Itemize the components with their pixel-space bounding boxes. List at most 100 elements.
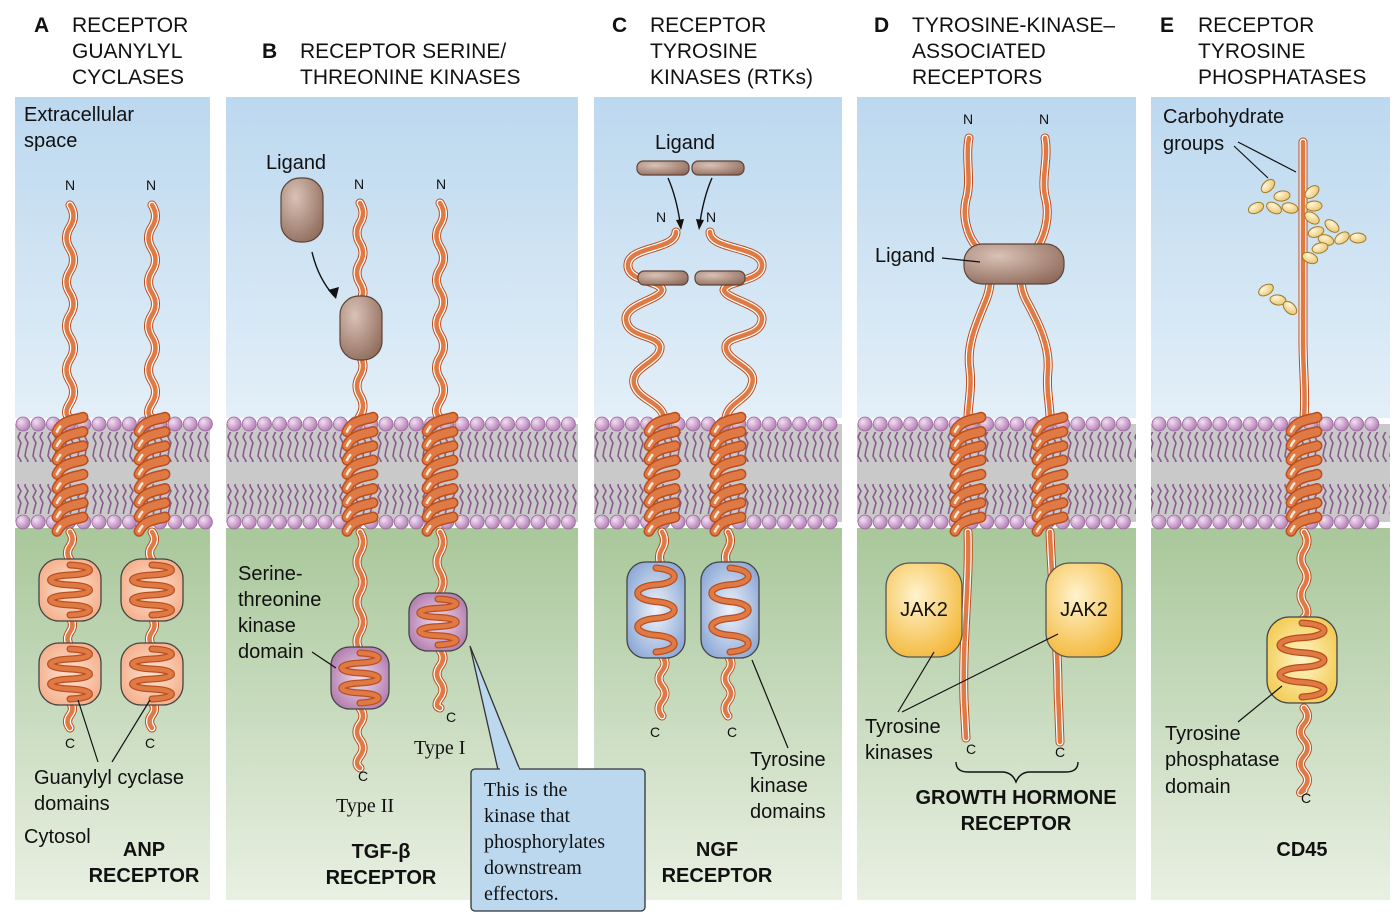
panel-a-labels: Extracellular space N N C C Guanylyl cyc… <box>24 104 200 887</box>
lipid-head <box>1242 514 1258 530</box>
lipid-head <box>182 416 198 432</box>
anp-c-tail-0 <box>63 697 77 733</box>
ligand-body <box>694 270 746 286</box>
lipid-head <box>1364 416 1380 432</box>
type-two-kinase-domain <box>330 646 390 710</box>
helix-shine <box>1035 430 1065 448</box>
inner-leaflet-tails <box>15 484 210 514</box>
ligand-body <box>339 295 383 361</box>
lipid-head <box>393 514 409 530</box>
helix-shine <box>1035 487 1065 505</box>
carbohydrate-residue <box>1307 226 1325 238</box>
helix-shine <box>647 416 677 433</box>
lipid-bilayer-1 <box>226 416 578 530</box>
lipid-head <box>515 416 531 432</box>
helix-shine <box>137 473 167 490</box>
ngf-c-terminus-1: C <box>650 724 660 740</box>
lipid-head <box>1085 514 1101 530</box>
helix-shine <box>345 458 375 476</box>
chain-core <box>354 529 366 653</box>
panel-d-title-line-1: TYROSINE-KINASE– <box>912 14 1115 37</box>
inner-leaflet-tails <box>857 484 1136 514</box>
helix-shine <box>1289 416 1319 433</box>
chain-core <box>1298 705 1310 795</box>
lipid-head <box>106 416 122 432</box>
tyrosine-kinase-pointer <box>751 659 789 749</box>
ngf-ligand-label: Ligand <box>655 132 715 154</box>
lipid-bilayer-4 <box>1151 416 1390 530</box>
ngf-arrow-left <box>667 177 681 223</box>
tyrosine-kinase-label-line-2: kinase <box>750 775 808 797</box>
kinase-callout: This is the kinase that phosphorylates d… <box>469 645 646 912</box>
lipid-head <box>1364 514 1380 530</box>
jak2-label-left: JAK2 <box>900 599 948 621</box>
lipid-head <box>1151 416 1167 432</box>
helix-shine <box>137 416 167 433</box>
extracellular-space-1 <box>226 97 578 418</box>
ngf-helix-1 <box>709 411 747 537</box>
chain-core <box>65 529 75 563</box>
lipid-head <box>287 514 303 530</box>
helix-shine <box>345 416 375 433</box>
cd45-juxtamembrane <box>1296 527 1312 623</box>
ligand-body <box>280 177 324 243</box>
outer-leaflet-tails <box>226 432 578 462</box>
helix-shine <box>1289 487 1319 505</box>
type-two-cyto-chain <box>352 527 368 655</box>
lipid-head <box>272 416 288 432</box>
carbohydrate-groups <box>1247 178 1367 316</box>
chain-core <box>147 615 157 649</box>
lipid-head <box>807 416 823 432</box>
lipid-head <box>1212 514 1228 530</box>
carbohydrate-residue <box>1304 211 1320 225</box>
lipid-head <box>121 416 137 432</box>
lipid-head <box>888 514 903 530</box>
tyrosine-kinases-label-line-1: Tyrosine <box>865 716 941 738</box>
cd45-extracellular-chain <box>1298 137 1310 423</box>
helix-shine <box>55 487 85 505</box>
lipid-head <box>777 514 792 530</box>
helix-shine <box>1289 501 1319 519</box>
lipid-head <box>317 514 333 530</box>
ngf-receptor-name-line-2: RECEPTOR <box>662 865 773 887</box>
lipid-head <box>1318 416 1334 432</box>
lipid-head <box>256 416 272 432</box>
panel-d-letter: D <box>874 14 889 37</box>
gh-c-terminus-1: C <box>966 741 976 757</box>
outer-leaflet-tails <box>1151 432 1390 462</box>
ngf-n-terminus-2: N <box>706 209 716 225</box>
helix-shine <box>713 416 743 433</box>
helix-shine <box>345 444 375 462</box>
helix-shine <box>1289 458 1319 476</box>
helix-shine <box>953 501 983 519</box>
lipid-head <box>91 416 107 432</box>
gh-ligand-pointer <box>941 257 981 263</box>
panel-a-title-line-3: CYCLASES <box>72 66 184 89</box>
chain-core <box>434 647 446 711</box>
helix-shine <box>713 458 743 476</box>
panel-c-title: C RECEPTOR TYROSINE KINASES (RTKs) <box>612 14 813 89</box>
lipid-head <box>685 416 701 432</box>
domain-chain <box>417 596 459 648</box>
anp-receptor-name-line-2: RECEPTOR <box>89 865 200 887</box>
lipid-head <box>30 416 46 432</box>
helix-shine <box>1035 444 1065 462</box>
lipid-head <box>1100 514 1116 530</box>
panel-e-title-line-3: PHOSPHATASES <box>1198 66 1366 89</box>
type-one-c-terminus: C <box>446 709 456 725</box>
phosphatase-domain-label-line-3: domain <box>1165 776 1231 798</box>
helix-shine <box>713 501 743 519</box>
lipid-head <box>1009 514 1025 530</box>
helix-shine <box>953 515 983 533</box>
lipid-head <box>1349 416 1364 432</box>
serine-domain-label-line-2: threonine <box>238 589 321 611</box>
extracellular-label-line-1: Extracellular <box>24 104 134 126</box>
lipid-head <box>469 514 485 530</box>
jak2-body <box>885 562 963 658</box>
helix-shine <box>713 515 743 533</box>
chain-core <box>657 529 667 569</box>
tgf-ligand-label: Ligand <box>266 152 326 174</box>
callout-line-5: effectors. <box>484 883 559 905</box>
lipid-head <box>933 514 949 530</box>
tyrosine-kinase-label-line-3: domains <box>750 801 826 823</box>
